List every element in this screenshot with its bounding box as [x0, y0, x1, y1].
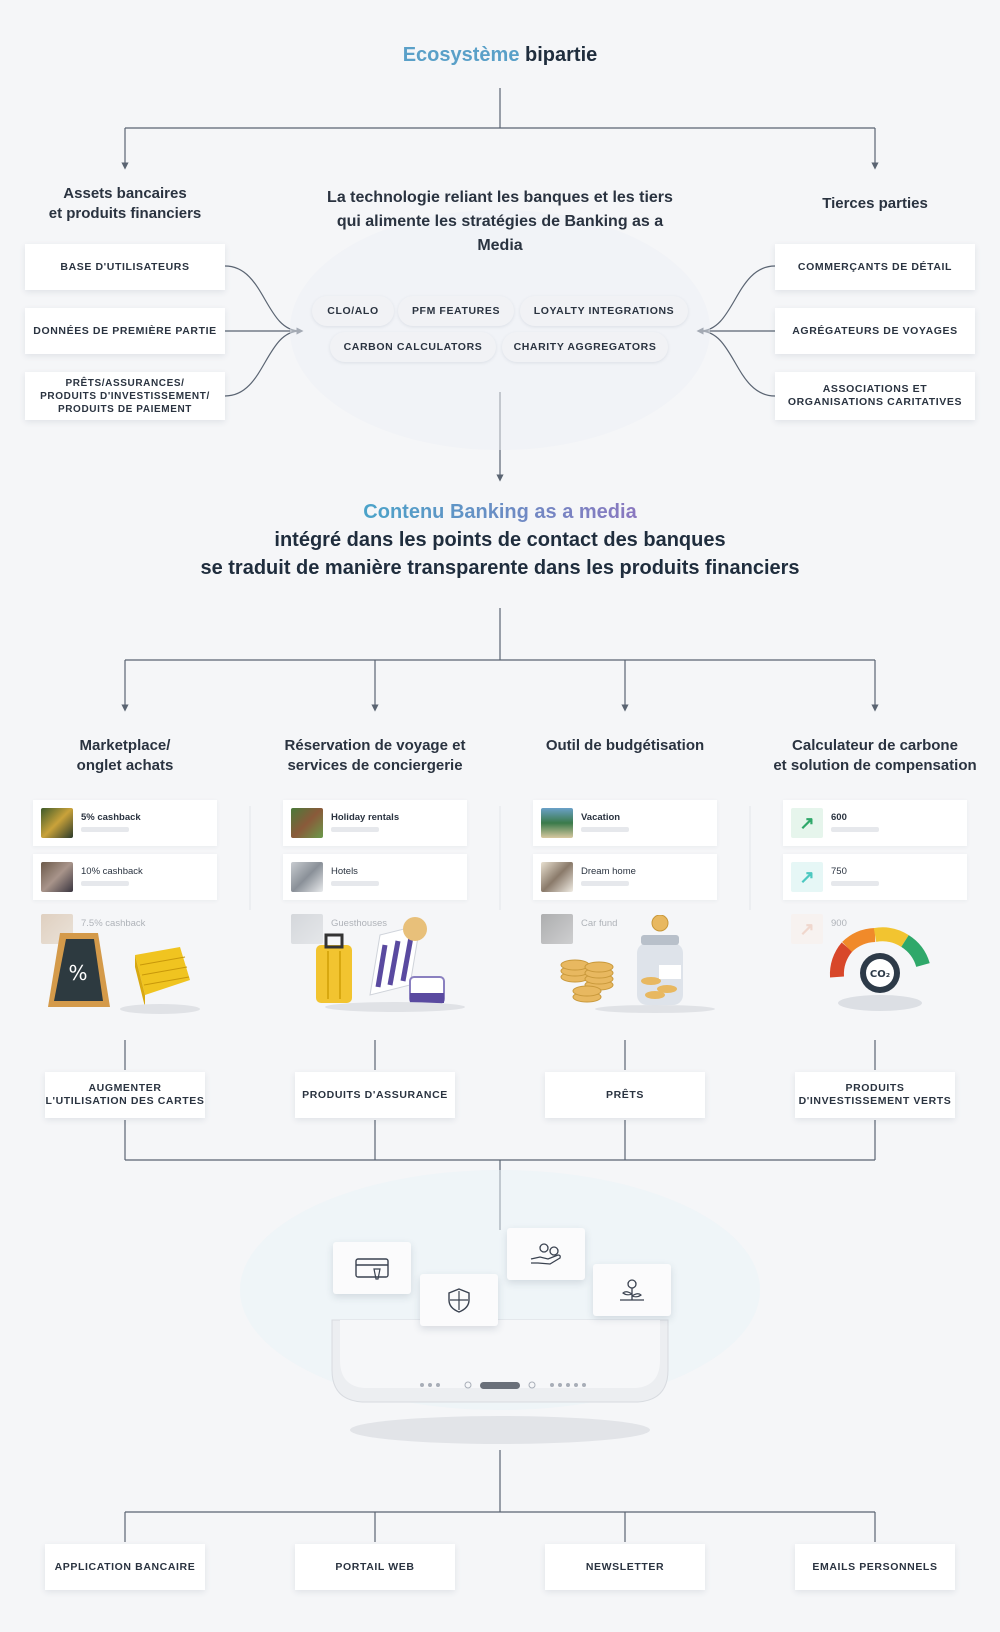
pill-carbon-calculators: CARBON CALCULATORS	[330, 332, 496, 362]
pill-clo-alo: CLO/ALO	[312, 296, 394, 326]
product-box-loans: PRÊTS	[545, 1072, 705, 1118]
list-item: ↗ 900	[783, 906, 967, 952]
page-title: Ecosystème bipartie	[0, 44, 1000, 67]
center-heading: La technologie reliant les banques et le…	[327, 189, 673, 254]
row-bar	[331, 827, 379, 832]
row-bar	[331, 881, 379, 886]
col-heading-travel: Réservation de voyage et services de con…	[284, 737, 466, 774]
row-label: Dream home	[581, 866, 636, 877]
row-bar	[581, 881, 629, 886]
product-box-green-investments: PRODUITS D'INVESTISSEMENT VERTS	[795, 1072, 955, 1118]
row-label: Holiday rentals	[331, 812, 400, 823]
row-label: Hotels	[331, 866, 358, 877]
pill-charity-aggregators: CHARITY AGGREGATORS	[502, 332, 668, 362]
row-label: 7.5% cashback	[81, 918, 146, 929]
arrow-up-right-icon: ↗	[791, 862, 823, 892]
arrow-up-right-icon: ↗	[791, 914, 823, 944]
title-rest: bipartie	[525, 44, 598, 66]
channel-banking-app: APPLICATION BANCAIRE	[45, 1544, 205, 1590]
arrow-up-right-icon: ↗	[791, 808, 823, 838]
col-heading-budget: Outil de budgétisation	[545, 737, 705, 754]
list-item: 5% cashback	[33, 800, 217, 846]
right-box-charities: ASSOCIATIONS ET ORGANISATIONS CARITATIVE…	[775, 372, 975, 420]
suitcase-beach-chair-illustration	[316, 917, 465, 1012]
pill-pfm-features: PFM FEATURES	[398, 296, 514, 326]
plant-icon	[593, 1264, 671, 1316]
channel-web-portal: PORTAIL WEB	[295, 1544, 455, 1590]
right-heading: Tierces parties	[822, 195, 928, 212]
product-thumb	[541, 808, 573, 838]
list-item: Guesthouses	[283, 906, 467, 952]
product-thumb	[541, 862, 573, 892]
middle-title-colored: Contenu Banking as a media	[363, 498, 636, 526]
product-thumb	[291, 862, 323, 892]
middle-line-3: se traduit de manière transparente dans …	[200, 557, 800, 579]
row-bar	[81, 827, 129, 832]
list-item: Vacation	[533, 800, 717, 846]
product-thumb	[291, 914, 323, 944]
svg-text:%: %	[68, 961, 87, 985]
row-bar	[831, 827, 879, 832]
title-colored: Ecosystème	[402, 44, 520, 66]
list-item: 10% cashback	[33, 854, 217, 900]
channel-newsletter: NEWSLETTER	[545, 1544, 705, 1590]
card-icon	[333, 1242, 411, 1294]
row-label: Guesthouses	[331, 918, 387, 929]
product-box-cards: AUGMENTER L'UTILISATION DES CARTES	[45, 1072, 205, 1118]
product-box-insurance: PRODUITS D'ASSURANCE	[295, 1072, 455, 1118]
product-thumb	[41, 862, 73, 892]
list-item: Hotels	[283, 854, 467, 900]
right-box-retailers: COMMERÇANTS DE DÉTAIL	[775, 244, 975, 290]
list-item: Holiday rentals	[283, 800, 467, 846]
row-bar	[831, 881, 879, 886]
product-thumb	[41, 808, 73, 838]
phone-illustration	[331, 1319, 669, 1444]
row-bar	[581, 827, 629, 832]
right-box-travel-aggregators: AGRÉGATEURS DE VOYAGES	[775, 308, 975, 354]
left-heading: Assets bancaires et produits financiers	[48, 185, 202, 222]
row-label: Car fund	[581, 918, 618, 929]
co2-label: CO₂	[870, 969, 890, 980]
row-label: 5% cashback	[81, 812, 141, 823]
hand-coins-icon	[507, 1228, 585, 1280]
product-thumb	[291, 808, 323, 838]
left-box-first-party-data: DONNÉES DE PREMIÈRE PARTIE	[25, 308, 225, 354]
list-item: Dream home	[533, 854, 717, 900]
row-label: 10% cashback	[81, 866, 143, 877]
co2-gauge-illustration: CO₂	[829, 927, 930, 1011]
middle-line-2: intégré dans les points de contact des b…	[274, 529, 726, 551]
shield-icon	[420, 1274, 498, 1326]
pill-loyalty-integrations: LOYALTY INTEGRATIONS	[520, 296, 688, 326]
sale-sign-basket-illustration: %	[48, 933, 200, 1014]
row-label: Vacation	[581, 812, 621, 823]
left-box-user-base: BASE D'UTILISATEURS	[25, 244, 225, 290]
product-thumb	[541, 914, 573, 944]
row-label: 750	[831, 866, 847, 877]
channel-personal-emails: EMAILS PERSONNELS	[795, 1544, 955, 1590]
row-bar	[81, 881, 129, 886]
col-heading-carbon: Calculateur de carbone et solution de co…	[773, 737, 977, 774]
row-label: 900	[831, 918, 847, 929]
list-item: ↗ 750	[783, 854, 967, 900]
left-box-products: PRÊTS/ASSURANCES/ PRODUITS D'INVESTISSEM…	[25, 372, 225, 420]
col-heading-marketplace: Marketplace/ onglet achats	[76, 737, 174, 774]
list-item: ↗ 600	[783, 800, 967, 846]
middle-heading: Contenu Banking as a media intégré dans …	[0, 498, 1000, 582]
list-item: Car fund	[533, 906, 717, 952]
coins-jar-illustration	[560, 915, 715, 1013]
row-label: 600	[831, 812, 847, 823]
